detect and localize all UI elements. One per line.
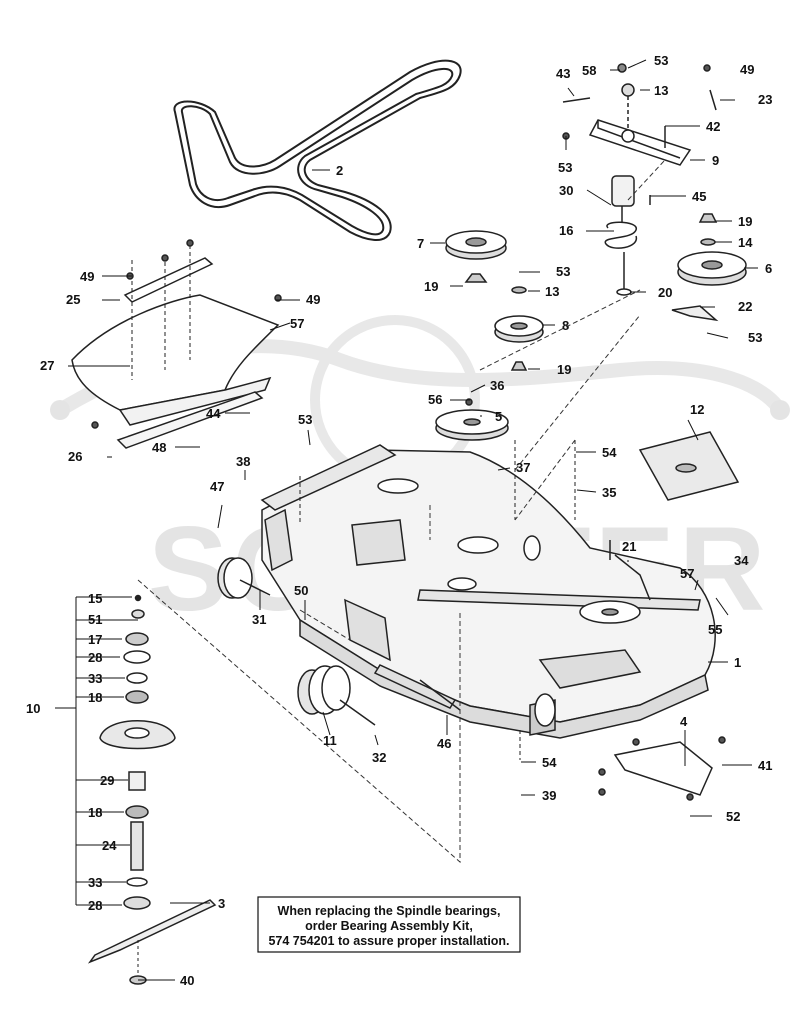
callout-39: 39: [542, 788, 556, 803]
callout-10: 10: [26, 701, 40, 716]
callout-47: 47: [210, 479, 224, 494]
callout-25: 25: [66, 292, 80, 307]
callout-19-left: 19: [424, 279, 438, 294]
callout-18-upper: 18: [88, 690, 102, 705]
callout-14: 14: [738, 235, 753, 250]
callout-43: 43: [556, 66, 570, 81]
callout-13-lower: 13: [545, 284, 559, 299]
callout-1: 1: [734, 655, 741, 670]
callout-37: 37: [516, 460, 530, 475]
callout-22: 22: [738, 299, 752, 314]
callout-34: 34: [734, 553, 749, 568]
note-line-3: 574 754201 to assure proper installation…: [268, 934, 509, 948]
drive-belt: [173, 59, 462, 241]
callout-15: 15: [88, 591, 102, 606]
callout-49-deflector: 49: [306, 292, 320, 307]
callout-55: 55: [708, 622, 722, 637]
callout-45: 45: [692, 189, 706, 204]
callout-44: 44: [206, 406, 221, 421]
callout-42: 42: [706, 119, 720, 134]
callout-52: 52: [726, 809, 740, 824]
callout-49-cover: 49: [80, 269, 94, 284]
callout-53-right: 53: [748, 330, 762, 345]
callout-48: 48: [152, 440, 166, 455]
anti-scalp-wheel-rear: [297, 665, 461, 726]
idler-pulley-left: [445, 230, 507, 283]
callout-12: 12: [690, 402, 704, 417]
callout-26: 26: [68, 449, 82, 464]
callout-30: 30: [559, 183, 573, 198]
callout-5: 5: [495, 409, 502, 424]
callout-19-right: 19: [738, 214, 752, 229]
discharge-cover: [71, 239, 282, 449]
callout-54-upper: 54: [602, 445, 617, 460]
callout-35: 35: [602, 485, 616, 500]
callout-27: 27: [40, 358, 54, 373]
note-line-2: order Bearing Assembly Kit,: [305, 919, 473, 933]
callout-46: 46: [437, 736, 451, 751]
callout-56: 56: [428, 392, 442, 407]
callout-24: 24: [102, 838, 117, 853]
idler-pulley-right: [671, 213, 747, 322]
callout-8: 8: [562, 318, 569, 333]
callout-57-deflector: 57: [290, 316, 304, 331]
mower-deck-housing: [260, 431, 740, 760]
callout-28-upper: 28: [88, 650, 102, 665]
callout-53-center: 53: [556, 264, 570, 279]
callout-51: 51: [88, 612, 102, 627]
callout-labels: 2 1 3 4 5 6 7 8 9 10 11 12 13 13 14 15 1…: [26, 53, 772, 988]
callout-9: 9: [712, 153, 719, 168]
spindle-assembly: [75, 594, 217, 985]
callout-19-center: 19: [557, 362, 571, 377]
callout-29: 29: [100, 773, 114, 788]
callout-leaders: [55, 59, 758, 981]
callout-2: 2: [336, 163, 343, 178]
callout-31: 31: [252, 612, 266, 627]
callout-11: 11: [323, 733, 337, 748]
deck-wheel-right: [523, 535, 556, 727]
callout-20: 20: [658, 285, 672, 300]
callout-6: 6: [765, 261, 772, 276]
callout-21: 21: [622, 539, 636, 554]
callout-58: 58: [582, 63, 596, 78]
idler-bracket: [562, 63, 717, 296]
callout-53-bracket: 53: [558, 160, 572, 175]
callout-36: 36: [490, 378, 504, 393]
callout-38: 38: [236, 454, 250, 469]
spindle-pulley: [435, 398, 509, 441]
callout-32: 32: [372, 750, 386, 765]
callout-53-top: 53: [654, 53, 668, 68]
callout-13-upper: 13: [654, 83, 668, 98]
bearing-kit-note: When replacing the Spindle bearings, ord…: [257, 896, 521, 953]
callout-3: 3: [218, 896, 225, 911]
callout-49-bracket: 49: [740, 62, 754, 77]
center-pulley: [494, 286, 544, 371]
callout-28-lower: 28: [88, 898, 102, 913]
callout-17: 17: [88, 632, 102, 647]
callout-18-lower: 18: [88, 805, 102, 820]
callout-54-lower: 54: [542, 755, 557, 770]
callout-16: 16: [559, 223, 573, 238]
callout-41: 41: [758, 758, 772, 773]
callout-33-upper: 33: [88, 671, 102, 686]
deck-mount-bracket: [598, 736, 726, 801]
note-line-1: When replacing the Spindle bearings,: [278, 904, 501, 918]
callout-40: 40: [180, 973, 194, 988]
callout-53-deck: 53: [298, 412, 312, 427]
callout-7: 7: [417, 236, 424, 251]
assembly-leader-lines: [137, 159, 666, 864]
callout-4: 4: [680, 714, 688, 729]
callout-23: 23: [758, 92, 772, 107]
anti-scalp-wheel-front: [217, 557, 271, 599]
callout-57-deck: 57: [680, 566, 694, 581]
callout-33-lower: 33: [88, 875, 102, 890]
callout-50: 50: [294, 583, 308, 598]
